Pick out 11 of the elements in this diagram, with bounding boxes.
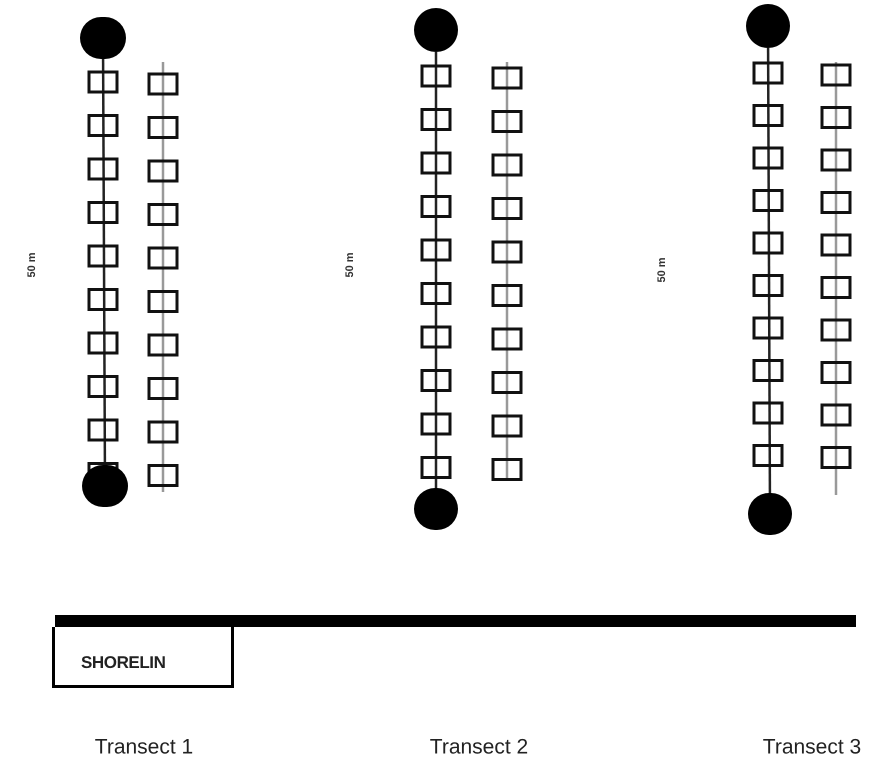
transect-line <box>434 52 438 488</box>
distance-label: 50 m <box>342 252 357 278</box>
transect-title: Transect 1 <box>94 734 194 760</box>
shoreline-box <box>52 627 234 688</box>
shoreline-label: SHORELIN <box>81 652 166 674</box>
transect-line <box>102 59 106 465</box>
transect-title: Transect 2 <box>430 734 528 760</box>
distance-label: 50 m <box>24 252 39 278</box>
transect-line <box>766 48 772 493</box>
distance-label: 50 m <box>654 257 669 283</box>
transect-title: Transect 3 <box>762 734 862 760</box>
